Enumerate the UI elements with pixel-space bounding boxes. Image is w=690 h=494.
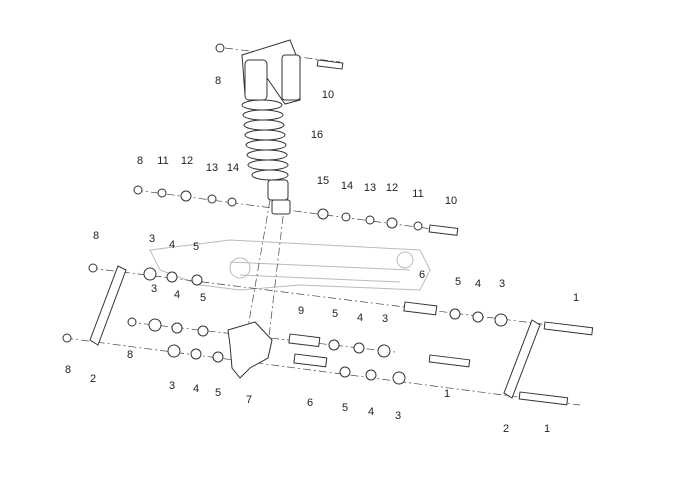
center-lines <box>64 47 591 406</box>
callout: 3 <box>499 278 505 290</box>
callout: 5 <box>193 241 199 253</box>
callout-labels: 8 10 16 8 11 12 13 14 15 14 13 12 11 10 … <box>65 75 579 435</box>
callout: 10 <box>322 89 334 101</box>
callout: 13 <box>206 162 218 174</box>
callout: 2 <box>503 423 509 435</box>
callout: 5 <box>332 308 338 320</box>
shock-absorber <box>241 39 301 215</box>
callout: 6 <box>307 397 313 409</box>
callout: 4 <box>357 312 363 324</box>
callout: 10 <box>445 195 457 207</box>
callout: 4 <box>475 278 481 290</box>
callout: 5 <box>455 276 461 288</box>
callout: 8 <box>93 230 99 242</box>
bolts <box>288 59 594 406</box>
callout: 8 <box>215 75 221 87</box>
callout: 9 <box>298 305 304 317</box>
link-plate-left <box>89 265 127 346</box>
linkage-lever <box>227 321 273 379</box>
callout: 13 <box>364 182 376 194</box>
callout: 4 <box>169 239 175 251</box>
callout: 14 <box>227 162 239 174</box>
callout: 7 <box>246 394 252 406</box>
callout: 12 <box>386 182 398 194</box>
swingarm <box>149 239 431 291</box>
callout: 16 <box>311 129 323 141</box>
callout: 3 <box>382 313 388 325</box>
callout: 1 <box>573 292 579 304</box>
callout: 3 <box>151 283 157 295</box>
callout: 1 <box>444 388 450 400</box>
callout: 8 <box>127 349 133 361</box>
washers <box>62 43 508 385</box>
callout: 5 <box>200 292 206 304</box>
callout: 11 <box>412 188 423 200</box>
callout: 14 <box>341 180 353 192</box>
callout: 12 <box>181 155 193 167</box>
callout: 11 <box>157 155 168 167</box>
callout: 4 <box>193 383 199 395</box>
callout: 1 <box>544 423 550 435</box>
callout: 3 <box>169 380 175 392</box>
link-plate-right <box>503 319 541 399</box>
callout: 3 <box>395 410 401 422</box>
callout: 6 <box>419 269 425 281</box>
callout: 3 <box>149 233 155 245</box>
callout: 5 <box>215 387 221 399</box>
callout: 4 <box>174 289 180 301</box>
callout: 5 <box>342 402 348 414</box>
callout: 8 <box>137 155 143 167</box>
callout: 2 <box>90 373 96 385</box>
callout: 8 <box>65 364 71 376</box>
callout: 4 <box>368 406 374 418</box>
callout: 15 <box>317 175 329 187</box>
